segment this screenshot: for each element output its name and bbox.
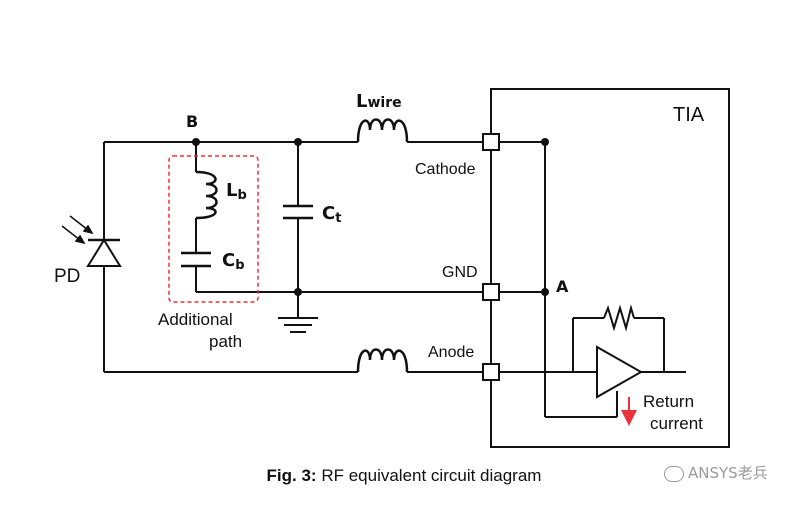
tia-internal-wires	[544, 142, 686, 418]
cathode-pad	[482, 133, 500, 151]
return-current-label-line1: Return	[643, 392, 694, 411]
lb-label: Lb	[226, 180, 247, 203]
watermark: ANSYS老兵	[664, 462, 768, 483]
figure-caption: Fig. 3: RF equivalent circuit diagram	[0, 466, 808, 486]
feedback-resistor	[603, 304, 635, 332]
caption-text: RF equivalent circuit diagram	[316, 466, 542, 485]
additional-path-label-line2: path	[209, 332, 242, 351]
return-current-label-line2: current	[650, 414, 703, 433]
capacitor-cb	[181, 251, 211, 268]
anode-label: Anode	[428, 344, 474, 361]
additional-path-box	[168, 155, 259, 303]
node-a-dot	[541, 288, 549, 296]
node-a-label: A	[556, 277, 569, 296]
amplifier-icon	[596, 345, 644, 399]
pd-label: PD	[54, 266, 80, 287]
caption-prefix: Fig. 3:	[266, 466, 317, 485]
photodiode	[86, 236, 122, 267]
tia-box	[490, 88, 730, 448]
additional-path-wires	[195, 142, 545, 293]
wechat-icon	[664, 465, 684, 482]
inductor-lb	[195, 170, 218, 220]
additional-path-label-line1: Additional	[158, 310, 233, 329]
gnd-pad	[482, 283, 500, 301]
tia-label: TIA	[673, 104, 705, 126]
light-arrows-icon	[61, 215, 94, 245]
lwire-label: Lwire	[356, 91, 402, 112]
node-b-label: B	[186, 112, 198, 131]
cathode-junction-dot	[541, 138, 549, 146]
cathode-label: Cathode	[415, 161, 476, 178]
gnd-label: GND	[442, 264, 478, 281]
inductor-anode	[356, 348, 409, 373]
ground-icon	[278, 292, 318, 333]
cb-label: Cb	[222, 250, 245, 273]
ct-label: Ct	[322, 203, 341, 226]
capacitor-ct-plates	[283, 204, 313, 220]
watermark-text: ANSYS老兵	[688, 464, 768, 482]
anode-pad	[482, 363, 500, 381]
inductor-lwire	[356, 118, 409, 143]
